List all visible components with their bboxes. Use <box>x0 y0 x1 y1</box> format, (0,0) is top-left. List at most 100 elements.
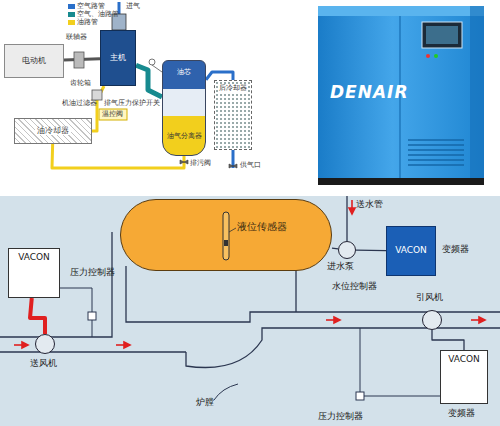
node-text: 进水泵 <box>327 262 354 272</box>
drain-valve <box>180 160 188 164</box>
flow-arrow <box>124 342 130 348</box>
part-label: 联轴器 <box>66 34 87 41</box>
motor-box: 电动机 <box>4 44 64 78</box>
vent-slot <box>408 164 464 165</box>
control-line <box>432 330 464 350</box>
part-label: 温控阀 <box>102 111 123 118</box>
signal-wire <box>364 396 440 397</box>
legend-swatch <box>68 12 75 17</box>
node-text: 油气分离器 <box>167 133 202 141</box>
furnace-wall <box>186 328 500 368</box>
air-duct-wall <box>0 232 112 337</box>
pressure-sensor <box>356 392 364 400</box>
furnace-wall <box>126 266 500 322</box>
flow-arrow <box>479 317 485 323</box>
level-float <box>224 240 228 246</box>
legend-text: 空气路管 <box>77 1 105 11</box>
node-text: 引风机 <box>416 293 443 303</box>
node-text: 油芯 <box>177 69 191 77</box>
node-text: VACON <box>18 253 50 263</box>
screen-glass <box>426 26 458 44</box>
vent-slot <box>408 144 464 145</box>
inlet-label: 进气 <box>126 3 140 10</box>
part-label: 机油过滤器 <box>62 100 97 107</box>
thermostatic-valve <box>99 109 127 120</box>
panel-background <box>0 196 500 426</box>
cabinet-top <box>318 6 484 16</box>
legend: 空气路管空气、油路管油路管 <box>68 2 119 26</box>
drive-shaft <box>64 59 100 60</box>
compressor-cabinet <box>318 6 484 180</box>
air-outlet-pipe <box>232 150 235 168</box>
compressor-head: 主机 <box>100 30 136 86</box>
node-text: 变频器 <box>448 409 475 419</box>
coupling <box>74 52 84 68</box>
signal-wire <box>60 288 92 312</box>
part-label: 齿轮箱 <box>70 80 91 87</box>
switch-tube <box>152 65 162 72</box>
cabinet-side <box>470 6 484 180</box>
legend-row: 空气路管 <box>68 2 119 10</box>
node-text: 油冷却器 <box>35 127 71 136</box>
leader-line <box>229 228 236 232</box>
node-text: VACON <box>395 246 427 256</box>
part-label: 送水管 <box>356 200 383 209</box>
part-label: 排污阀 <box>190 160 211 167</box>
inverter-box: VACON变频器 <box>440 350 488 404</box>
brand-name: DENAIR <box>330 84 409 101</box>
part-label: 供气口 <box>240 162 261 169</box>
part-label: 压力控制器 <box>70 268 115 277</box>
legend-row: 油路管 <box>68 18 119 26</box>
part-label: 压力控制器 <box>318 412 363 421</box>
oil-pipe <box>92 86 104 131</box>
node-text: 后冷却器 <box>219 85 247 93</box>
node-text: VACON <box>448 355 480 365</box>
inverter-box: VACON变频器 <box>386 226 436 276</box>
node-text: 送风机 <box>30 359 57 369</box>
part-label: 水位控制器 <box>332 282 377 291</box>
vent-slot <box>408 159 464 160</box>
vent-slot <box>408 149 464 150</box>
feed-pump: 进水泵 <box>338 241 356 259</box>
level-sensor-tube <box>223 212 229 260</box>
part-label: 炉膛 <box>196 398 214 407</box>
signal-wire <box>92 320 93 337</box>
button <box>434 54 438 58</box>
control-line <box>356 249 386 251</box>
button <box>426 54 430 58</box>
motor-cable <box>30 298 45 334</box>
oil-cooler-box: 油冷却器 <box>14 118 92 144</box>
inverter-box: VACON <box>8 248 60 298</box>
pressure-switch <box>149 59 155 65</box>
draft-fan: 引风机 <box>422 310 442 330</box>
aftercooler-box: 后冷却器 <box>214 80 252 150</box>
flow-arrow <box>22 342 28 348</box>
oil-filter <box>92 90 102 100</box>
node-text: 电动机 <box>22 57 46 66</box>
supply-valve <box>229 164 237 168</box>
air-pipe <box>206 72 233 80</box>
node-text: 变频器 <box>442 245 469 255</box>
separator-vessel: 油芯油气分离器 <box>162 60 206 156</box>
signal-wire <box>360 328 361 392</box>
air-duct-wall <box>0 351 186 352</box>
legend-swatch <box>68 4 75 9</box>
discharge-pipe <box>136 65 162 97</box>
legend-text: 空气、油路管 <box>77 9 119 19</box>
node-text: 主机 <box>110 54 126 63</box>
node-text: 液位传感器 <box>237 221 287 232</box>
pressure-sensor <box>88 312 96 320</box>
control-screen <box>422 22 462 48</box>
flue-wall <box>295 270 296 312</box>
feed-water-pipe <box>346 196 347 241</box>
vent-slot <box>408 139 464 140</box>
flow-arrow <box>334 317 340 323</box>
blower-fan: 送风机 <box>35 334 55 354</box>
boiler-drum: 液位传感器 <box>120 199 332 271</box>
legend-text: 油路管 <box>77 17 98 27</box>
cabinet-base <box>318 178 484 185</box>
part-label: 排气压力保护开关 <box>104 100 160 107</box>
vent-slot <box>408 154 464 155</box>
legend-row: 空气、油路管 <box>68 10 119 18</box>
leader-line <box>214 384 238 400</box>
